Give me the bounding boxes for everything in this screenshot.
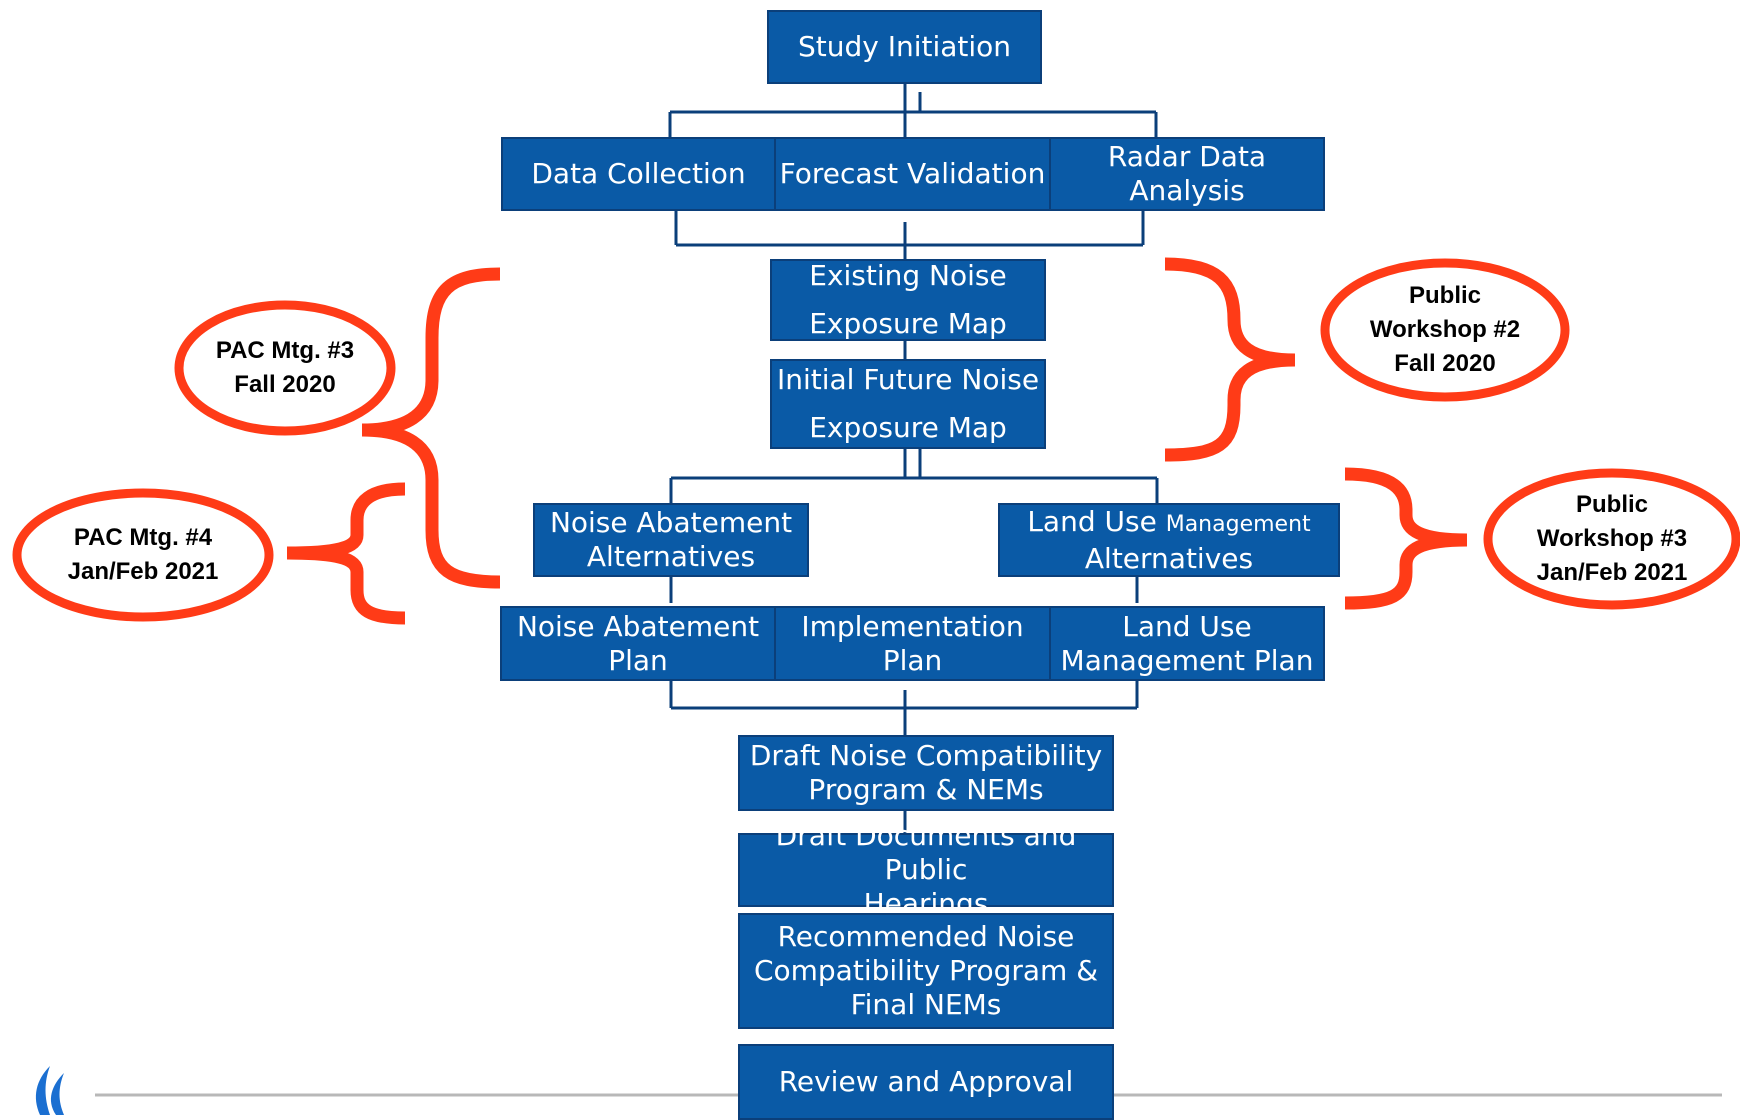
noise-abatement-plan-box: Noise Abatement Plan: [500, 606, 776, 681]
lua-line-2: Alternatives: [1084, 541, 1254, 575]
existing-noise-box: Existing Noise Exposure Map: [770, 259, 1046, 341]
initial-future-noise-box: Initial Future Noise Exposure Map: [770, 359, 1046, 449]
pac3-line-2: Fall 2020: [234, 371, 336, 398]
ws3-line-2: Workshop #3: [1536, 525, 1688, 552]
land-use-alternatives-box: Land Use Management Alternatives: [998, 503, 1340, 577]
existing-noise-line-1: Existing Noise: [809, 259, 1007, 292]
pac3-ellipse: [174, 300, 396, 436]
annotation-braces: [286, 257, 1468, 625]
forecast-validation-box: Forecast Validation: [774, 137, 1051, 211]
lua-small: Management: [1165, 511, 1311, 537]
workshop2-ellipse: [1320, 258, 1570, 402]
workshop3-ellipse: [1483, 468, 1740, 610]
pac-mtg-4-callout: PAC Mtg. #4 Jan/Feb 2021: [17, 509, 269, 601]
rec-ncp-line-2: Compatibility Program &: [753, 954, 1099, 987]
initial-future-line-1: Initial Future Noise: [776, 363, 1040, 396]
draft-documents-box: Draft Documents and Public Hearings: [738, 819, 1114, 920]
draft-docs-line-1: Draft Documents and Public: [775, 819, 1077, 886]
forecast-validation-label: Forecast Validation: [779, 157, 1046, 190]
noise-abatement-alternatives-box: Noise Abatement Alternatives: [533, 503, 809, 577]
draft-ncp-box: Draft Noise Compatibility Program & NEMs: [738, 735, 1114, 811]
ip-line-1: Implementation: [801, 609, 1024, 643]
review-approval-label: Review and Approval: [778, 1065, 1074, 1098]
rec-ncp-line-1: Recommended Noise: [777, 920, 1075, 953]
pac-mtg-3-callout: PAC Mtg. #3 Fall 2020: [179, 322, 391, 414]
ws3-line-3: Jan/Feb 2021: [1536, 559, 1688, 586]
naa-line-2: Alternatives: [586, 540, 756, 573]
pac3-line-1: PAC Mtg. #3: [215, 337, 355, 364]
ws2-line-3: Fall 2020: [1394, 350, 1496, 377]
study-initiation-box: Study Initiation: [767, 10, 1042, 84]
lup-line-2: Management Plan: [1060, 643, 1314, 677]
pac4-line-1: PAC Mtg. #4: [73, 524, 213, 551]
ws2-line-1: Public: [1408, 282, 1481, 309]
implementation-plan-box: Implementation Plan: [774, 606, 1051, 681]
ws2-line-2: Workshop #2: [1369, 316, 1521, 343]
data-collection-label: Data Collection: [531, 157, 746, 190]
radar-data-analysis-label: Radar Data Analysis: [1107, 140, 1267, 207]
pac4-ellipse: [12, 488, 274, 622]
pac4-line-2: Jan/Feb 2021: [67, 558, 219, 585]
lup-line-1: Land Use: [1122, 609, 1252, 643]
naa-line-1: Noise Abatement: [549, 506, 793, 539]
radar-data-analysis-box: Radar Data Analysis: [1049, 137, 1325, 211]
ip-line-2: Plan: [882, 643, 943, 677]
wave-logo-icon: [35, 1066, 64, 1115]
connector-lines: [668, 84, 1159, 833]
land-use-plan-box: Land Use Management Plan: [1049, 606, 1325, 681]
rec-ncp-line-3: Final NEMs: [850, 988, 1002, 1021]
annotation-ellipses: [12, 258, 1740, 622]
existing-noise-line-2: Exposure Map: [809, 307, 1007, 340]
recommended-ncp-box: Recommended Noise Compatibility Program …: [738, 913, 1114, 1029]
lua-line-1: Land Use Management: [1027, 505, 1310, 542]
data-collection-box: Data Collection: [501, 137, 776, 211]
nap-line-2: Plan: [608, 643, 668, 677]
public-workshop-2-callout: Public Workshop #2 Fall 2020: [1325, 278, 1565, 382]
study-initiation-label: Study Initiation: [797, 30, 1012, 63]
ws3-line-1: Public: [1575, 491, 1648, 518]
review-approval-box: Review and Approval: [738, 1044, 1114, 1120]
initial-future-line-2: Exposure Map: [809, 411, 1007, 444]
nap-line-1: Noise Abatement: [516, 609, 760, 643]
draft-ncp-line-2: Program & NEMs: [808, 773, 1044, 806]
lua-prefix: Land Use: [1027, 504, 1166, 538]
public-workshop-3-callout: Public Workshop #3 Jan/Feb 2021: [1488, 487, 1736, 591]
draft-ncp-line-1: Draft Noise Compatibility: [749, 739, 1103, 772]
